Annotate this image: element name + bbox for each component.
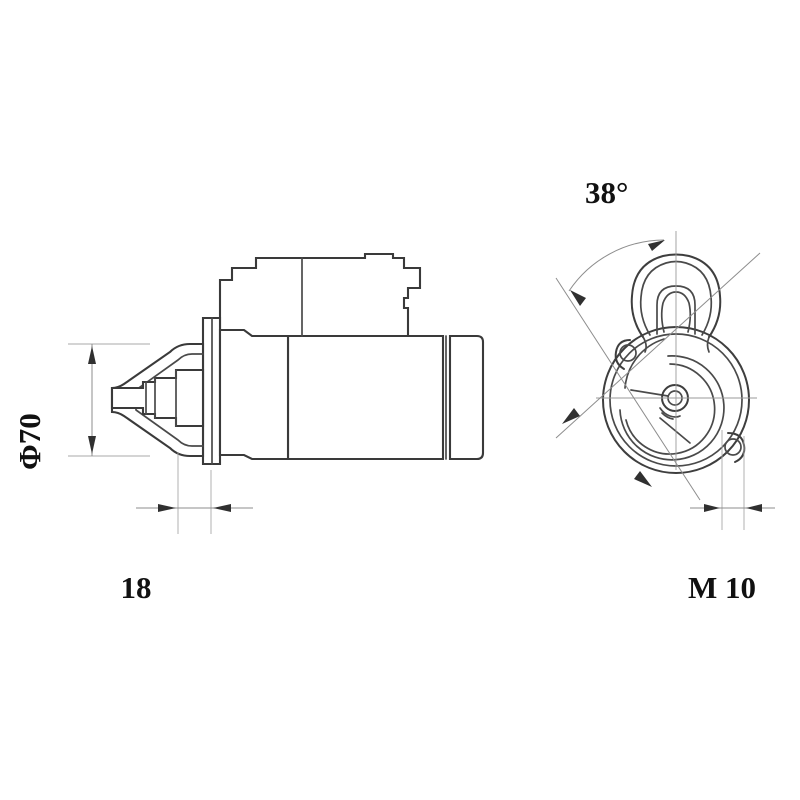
solenoid-right-shoulder xyxy=(706,336,710,353)
armature-arc-detail xyxy=(624,338,665,389)
angle-reference-line-diagonal xyxy=(555,252,761,439)
solenoid-housing-outline xyxy=(218,252,422,338)
length-arrow-left xyxy=(158,504,176,512)
pinion-collar-line xyxy=(145,377,156,419)
length-dimension-label: 18 xyxy=(121,570,152,605)
thread-arrow-left xyxy=(704,504,720,512)
solenoid-left-shoulder xyxy=(642,336,647,353)
mounting-boss-upper-left xyxy=(614,339,631,370)
end-cap-outline xyxy=(448,334,485,461)
side-elevation-view xyxy=(110,252,485,466)
thread-arrow-right xyxy=(746,504,762,512)
mounting-hole-lower-right xyxy=(724,438,742,456)
angle-arrow-start xyxy=(570,290,586,306)
armature-spoke-lower xyxy=(659,417,691,444)
brush-plate-arc xyxy=(619,355,725,461)
brush-plate-arc-2 xyxy=(625,363,716,455)
gear-knurl-detail-2 xyxy=(661,412,674,420)
motor-body-outline xyxy=(286,334,445,461)
diagonal-arrow-lower-right xyxy=(634,471,652,487)
angle-dimension-arc xyxy=(568,239,665,292)
length-arrow-right xyxy=(213,504,231,512)
drive-end-view xyxy=(596,231,757,474)
mounting-hole-upper-left xyxy=(619,344,637,362)
side-view-dimensions: Φ70 18 xyxy=(12,343,253,605)
diameter-arrow-bottom xyxy=(88,436,96,454)
thread-dimension-label: M 10 xyxy=(688,570,756,605)
end-view-dimensions: 38° M 10 xyxy=(555,175,775,605)
body-collar-outline xyxy=(218,328,290,461)
diameter-arrow-top xyxy=(88,346,96,364)
angle-arrow-end xyxy=(648,240,665,251)
angle-reference-line-left xyxy=(555,277,701,501)
pinion-shaft-outline xyxy=(110,368,205,428)
diagonal-arrow-upper-left xyxy=(562,408,580,424)
gear-knurl-detail xyxy=(659,407,681,418)
angle-dimension-label: 38° xyxy=(585,175,628,210)
diameter-dimension-label: Φ70 xyxy=(12,413,47,470)
